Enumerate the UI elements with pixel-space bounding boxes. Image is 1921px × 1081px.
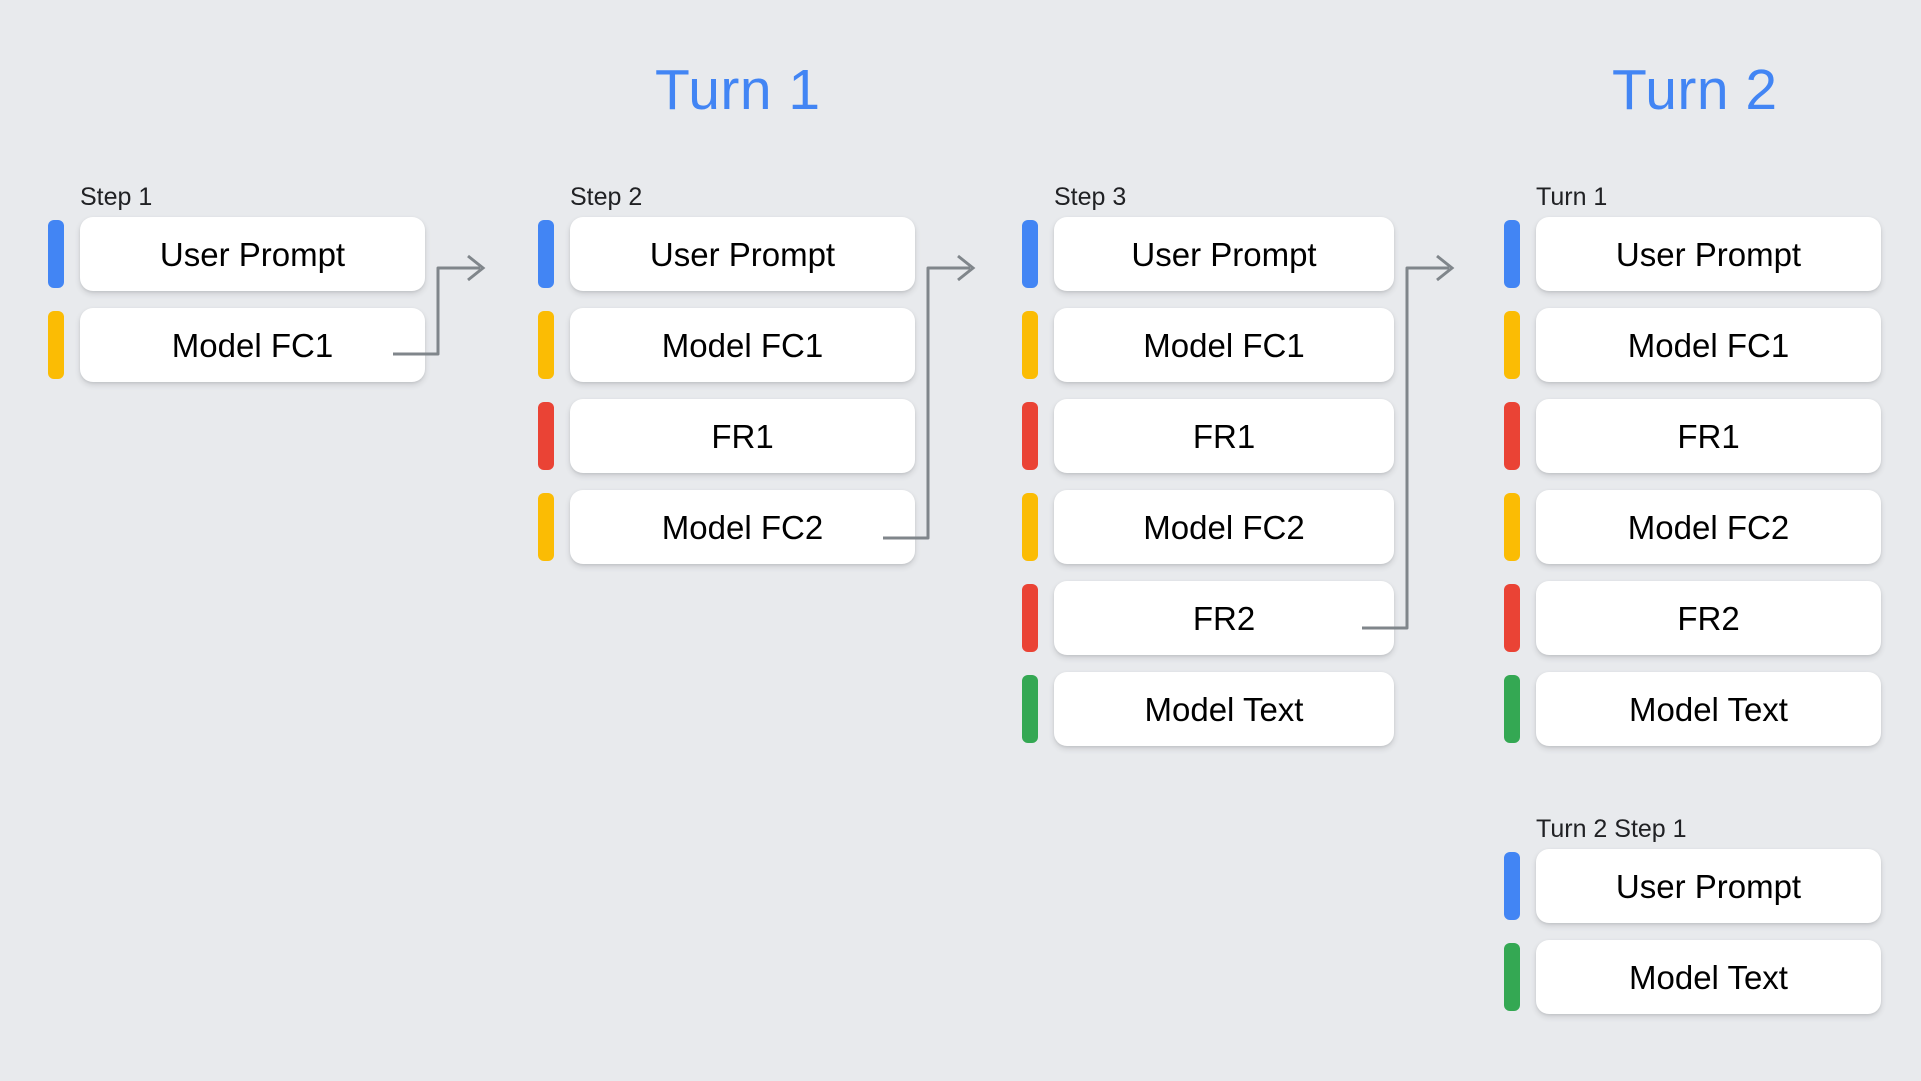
column-label-step-3: Step 3 [1054,183,1127,211]
card-label: Model FC1 [171,326,334,364]
card-label: Model Text [1144,690,1304,728]
role-bar-model-fc [538,311,554,379]
card-user-prompt[interactable]: User Prompt [1536,849,1881,923]
card-label: Model FC1 [1143,326,1305,364]
card-fr1[interactable]: FR1 [1054,399,1394,473]
card-label: Model FC2 [661,508,824,546]
card-label: Model FC2 [1143,508,1305,546]
card-user-prompt[interactable]: User Prompt [1054,217,1394,291]
column-label-step-2: Step 2 [570,183,643,211]
card-label: User Prompt [1131,235,1317,273]
turn-1-header: Turn 1 [655,58,821,122]
role-bar-user [1504,220,1520,288]
card-label: User Prompt [649,235,836,273]
role-bar-model-text [1504,675,1520,743]
card-label: Model FC1 [1627,326,1790,364]
card-user-prompt[interactable]: User Prompt [80,217,425,291]
card-label: User Prompt [159,235,346,273]
card-label: FR1 [1192,417,1256,455]
card-user-prompt[interactable]: User Prompt [570,217,915,291]
card-label: Model Text [1629,958,1788,996]
role-bar-model-text [1504,943,1520,1011]
role-bar-function-response [1504,402,1520,470]
role-bar-user [1504,852,1520,920]
role-bar-model-text [1022,675,1038,743]
role-bar-function-response [1504,584,1520,652]
card-model-fc2[interactable]: Model FC2 [1054,490,1394,564]
card-model-fc2[interactable]: Model FC2 [570,490,915,564]
turn-2-header: Turn 2 [1612,58,1778,122]
card-model-fc1[interactable]: Model FC1 [1536,308,1881,382]
card-model-fc2[interactable]: Model FC2 [1536,490,1881,564]
role-bar-function-response [538,402,554,470]
card-fr2[interactable]: FR2 [1054,581,1394,655]
role-bar-user [1022,220,1038,288]
card-label: FR2 [1192,599,1256,637]
role-bar-function-response [1022,402,1038,470]
card-model-text[interactable]: Model Text [1054,672,1394,746]
role-bar-model-fc [1504,311,1520,379]
card-label: FR2 [1677,599,1740,637]
card-fr2[interactable]: FR2 [1536,581,1881,655]
column-label-step-1: Step 1 [80,183,153,211]
role-bar-model-fc [1022,493,1038,561]
card-user-prompt[interactable]: User Prompt [1536,217,1881,291]
card-label: Model FC1 [661,326,824,364]
card-label: User Prompt [1615,235,1802,273]
card-model-fc1[interactable]: Model FC1 [570,308,915,382]
card-label: User Prompt [1615,867,1802,905]
column-label-turn-1: Turn 1 [1536,183,1608,211]
card-label: FR1 [1677,417,1740,455]
card-fr1[interactable]: FR1 [570,399,915,473]
role-bar-model-fc [1022,311,1038,379]
role-bar-model-fc [48,311,64,379]
role-bar-user [48,220,64,288]
card-label: Model Text [1629,690,1788,728]
card-model-text[interactable]: Model Text [1536,672,1881,746]
column-label-turn-2-step-1: Turn 2 Step 1 [1536,815,1687,843]
role-bar-model-fc [1504,493,1520,561]
role-bar-model-fc [538,493,554,561]
role-bar-user [538,220,554,288]
card-model-fc1[interactable]: Model FC1 [1054,308,1394,382]
card-model-text[interactable]: Model Text [1536,940,1881,1014]
card-fr1[interactable]: FR1 [1536,399,1881,473]
card-model-fc1[interactable]: Model FC1 [80,308,425,382]
card-label: FR1 [711,417,774,455]
role-bar-function-response [1022,584,1038,652]
card-label: Model FC2 [1627,508,1790,546]
